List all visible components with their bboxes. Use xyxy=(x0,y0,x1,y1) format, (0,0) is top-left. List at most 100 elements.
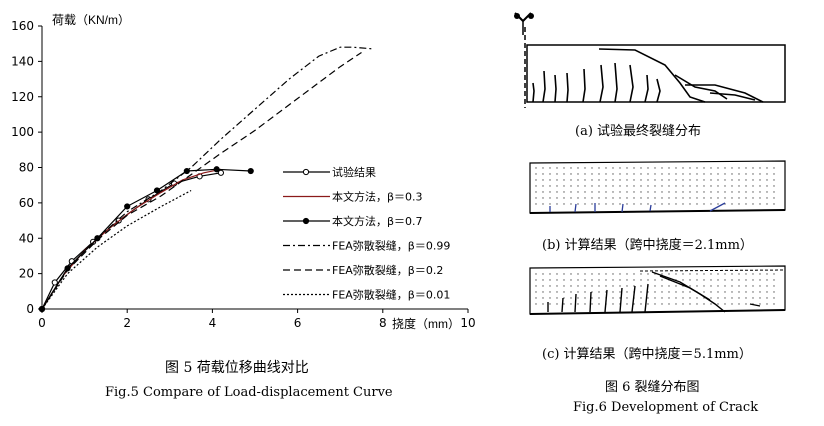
mesh-dot xyxy=(661,297,663,299)
mesh-dot xyxy=(661,191,663,193)
mesh-dot xyxy=(647,191,649,193)
mesh-dot xyxy=(542,197,544,199)
mesh-dot xyxy=(570,197,572,199)
mesh-dot xyxy=(619,291,621,293)
mesh-dot xyxy=(654,167,656,169)
fig6-caption-cn: 图 6 裂缝分布图 xyxy=(605,380,700,395)
mesh-dot xyxy=(717,303,719,305)
mesh-dot xyxy=(626,303,628,305)
mesh-dot xyxy=(633,197,635,199)
mesh-dot xyxy=(731,291,733,293)
mesh-dot xyxy=(689,191,691,193)
mesh-dot xyxy=(724,179,726,181)
mesh-dot xyxy=(647,197,649,199)
mesh-dot xyxy=(731,179,733,181)
mesh-dot xyxy=(710,197,712,199)
mesh-dot xyxy=(717,167,719,169)
mesh-dot xyxy=(766,291,768,293)
sub-caption-c: (c) 计算结果（跨中挠度＝5.1mm） xyxy=(542,347,752,362)
mesh-dot xyxy=(759,285,761,287)
mesh-dot xyxy=(675,303,677,305)
mesh-dot xyxy=(745,173,747,175)
mesh-dot xyxy=(689,197,691,199)
mesh-dot xyxy=(563,179,565,181)
mesh-dot xyxy=(682,303,684,305)
mesh-dot xyxy=(745,291,747,293)
mesh-dot xyxy=(710,167,712,169)
mesh-dot xyxy=(703,179,705,181)
mesh-dot xyxy=(766,173,768,175)
mesh-dot xyxy=(640,203,642,205)
data-point xyxy=(247,167,254,175)
mesh-dot xyxy=(682,203,684,205)
mesh-dot xyxy=(668,285,670,287)
mesh-dot xyxy=(619,197,621,199)
mesh-dot xyxy=(717,173,719,175)
mesh-dot xyxy=(752,203,754,205)
mesh-dot xyxy=(703,285,705,287)
fig5-caption-en: Fig.5 Compare of Load-displacement Curve xyxy=(105,385,393,400)
mesh-dot xyxy=(640,197,642,199)
mesh-dot xyxy=(696,273,698,275)
beam-mesh-c xyxy=(529,265,786,315)
mesh-dot xyxy=(724,197,726,199)
mesh-dot xyxy=(605,173,607,175)
mesh-dot xyxy=(766,285,768,287)
x-tick-label: 0 xyxy=(38,316,46,330)
mesh-dot xyxy=(619,203,621,205)
mesh-dot xyxy=(661,167,663,169)
series-line xyxy=(41,168,222,310)
mesh-dot xyxy=(612,273,614,275)
mesh-dot xyxy=(640,167,642,169)
mesh-dot xyxy=(731,297,733,299)
mesh-dot xyxy=(696,191,698,193)
mesh-dot xyxy=(626,185,628,187)
mesh-dot xyxy=(556,291,558,293)
mesh-dot xyxy=(549,173,551,175)
mesh-dot xyxy=(766,179,768,181)
legend-marker xyxy=(302,217,310,225)
mesh-dot xyxy=(542,203,544,205)
mesh-dot xyxy=(584,291,586,293)
mesh-dot xyxy=(542,191,544,193)
mesh-dot xyxy=(654,191,656,193)
mesh-dot xyxy=(556,285,558,287)
mesh-dot xyxy=(745,203,747,205)
mesh-dot xyxy=(717,197,719,199)
mesh-dot xyxy=(738,273,740,275)
mesh-dot xyxy=(654,291,656,293)
mesh-dot xyxy=(619,179,621,181)
mesh-dot xyxy=(584,203,586,205)
mesh-dot xyxy=(689,203,691,205)
mesh-dot xyxy=(591,279,593,281)
mesh-dot xyxy=(759,167,761,169)
mesh-dot xyxy=(724,185,726,187)
data-point xyxy=(217,169,225,176)
mesh-dot xyxy=(591,285,593,287)
mesh-dot xyxy=(570,297,572,299)
mesh-dot xyxy=(675,291,677,293)
series-line xyxy=(41,46,375,310)
mesh-dot xyxy=(654,303,656,305)
mesh-dot xyxy=(577,303,579,305)
computed-cracks-b xyxy=(549,202,726,213)
mesh-dots xyxy=(535,167,775,205)
mesh-dot xyxy=(647,179,649,181)
mesh-dot xyxy=(626,203,628,205)
mesh-dot xyxy=(563,173,565,175)
mesh-dot xyxy=(591,173,593,175)
mesh-dot xyxy=(577,179,579,181)
mesh-dot xyxy=(584,173,586,175)
mesh-dot xyxy=(661,179,663,181)
mesh-dot xyxy=(773,291,775,293)
mesh-dot xyxy=(577,185,579,187)
mesh-dot xyxy=(577,197,579,199)
mesh-dot xyxy=(661,273,663,275)
mesh-dot xyxy=(570,203,572,205)
mesh-dot xyxy=(745,191,747,193)
mesh-dot xyxy=(542,303,544,305)
mesh-dot xyxy=(724,191,726,193)
mesh-dot xyxy=(696,279,698,281)
mesh-dot xyxy=(612,203,614,205)
y-tick-label: 80 xyxy=(19,161,34,175)
